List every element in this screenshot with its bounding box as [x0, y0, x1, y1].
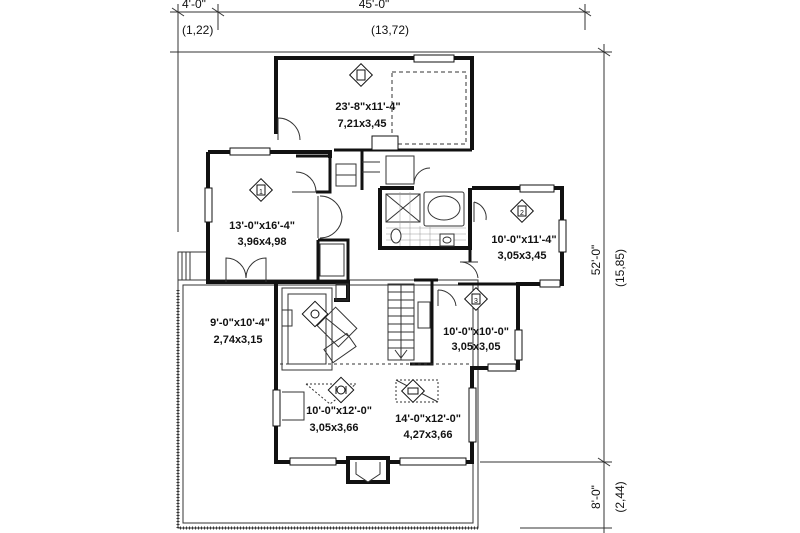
dimension-lines	[170, 4, 612, 533]
bedroom-2-number: 2	[520, 210, 524, 217]
dimension-labels: 4'-0" (1,22) 45'-0" (13,72) 52'-0" (15,8…	[182, 0, 627, 513]
garage-car-icon	[348, 62, 374, 88]
windows	[204, 54, 567, 466]
bedroom1-doors	[225, 171, 343, 282]
living-label-metric: 4,27x3,66	[404, 429, 453, 441]
bedroom-2-icon: 2	[509, 198, 535, 224]
dim-right-small-imperial: 8'-0"	[589, 485, 603, 509]
kitchen-icon	[301, 300, 329, 328]
walls	[206, 56, 564, 484]
bedroom-1-label-imperial: 13'-0"x16'-4"	[229, 220, 295, 232]
bedroom-doors	[417, 201, 487, 329]
dim-right-main-imperial: 52'-0"	[589, 245, 603, 276]
garage-label-metric: 7,21x3,45	[338, 118, 387, 130]
garage-details	[277, 71, 467, 151]
bedroom-3-icon: 3	[463, 286, 489, 312]
dim-top-main-imperial: 45'-0"	[359, 0, 390, 11]
kitchen-label-metric: 2,74x3,15	[214, 334, 263, 346]
kitchen	[281, 243, 358, 371]
living-room-icon	[400, 378, 426, 404]
bedroom-3-number: 3	[474, 298, 478, 305]
kitchen-label-imperial: 9'-0"x10'-4"	[210, 317, 270, 329]
dim-top-main-metric: (13,72)	[371, 23, 409, 37]
bedroom-1-number: 1	[259, 189, 263, 196]
bedroom-3-label-metric: 3,05x3,05	[452, 341, 501, 353]
room-labels: 23'-8"x11'-4" 7,21x3,45 13'-0"x16'-4" 3,…	[210, 101, 556, 441]
dim-top-small-imperial: 4'-0"	[182, 0, 206, 11]
dim-right-small-metric: (2,44)	[613, 481, 627, 512]
bedroom-2-label-metric: 3,05x3,45	[498, 250, 547, 262]
bedroom-1-label-metric: 3,96x4,98	[238, 236, 287, 248]
dining-icon	[327, 376, 355, 404]
garage-label-imperial: 23'-8"x11'-4"	[335, 101, 400, 113]
dining-label-metric: 3,05x3,66	[310, 422, 359, 434]
bathroom	[335, 155, 466, 247]
dim-right-main-metric: (15,85)	[613, 249, 627, 287]
stairs	[387, 283, 415, 361]
dining-label-imperial: 10'-0"x12'-0"	[306, 405, 372, 417]
living-label-imperial: 14'-0"x12'-0"	[395, 413, 461, 425]
room-icons: 1 2 3	[248, 62, 535, 404]
bedroom-2-label-imperial: 10'-0"x11'-4"	[491, 234, 556, 246]
bedroom-1-icon: 1	[248, 177, 274, 203]
dim-top-small-metric: (1,22)	[182, 23, 213, 37]
bedroom-3-label-imperial: 10'-0"x10'-0"	[443, 326, 509, 338]
